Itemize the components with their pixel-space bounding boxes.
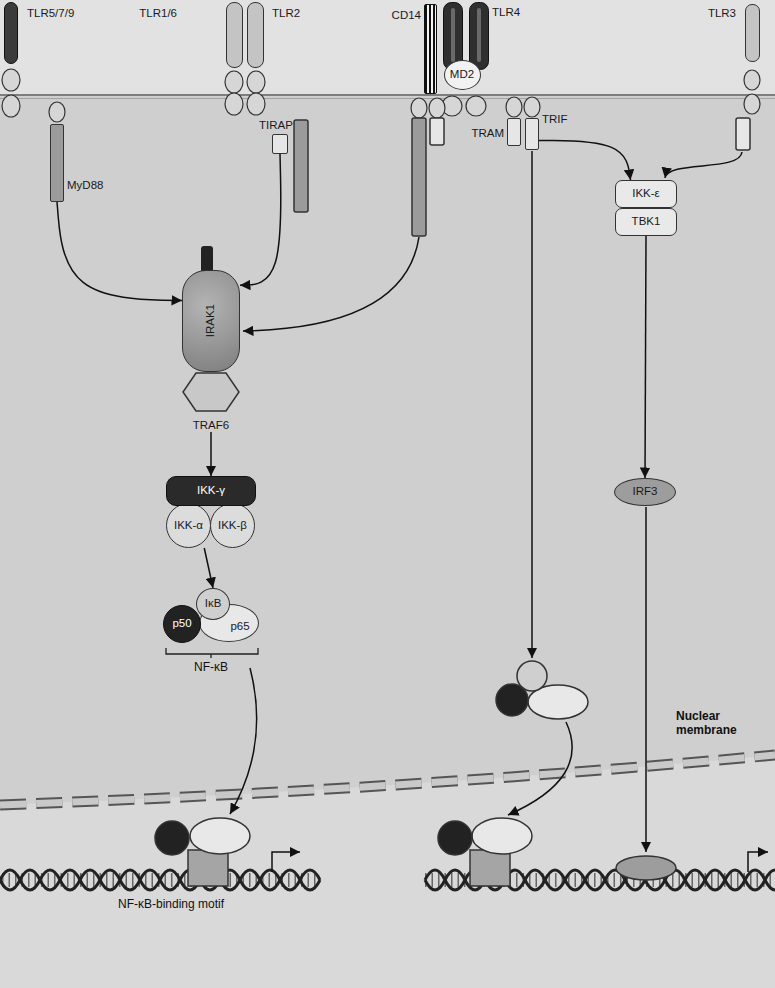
receptor-label: TLR5/7/9 — [27, 7, 74, 20]
signal-arrow — [539, 140, 631, 180]
tir-domains — [2, 69, 760, 122]
signal-arrow — [645, 236, 646, 478]
protein-label: IKK-γ — [197, 484, 225, 497]
plasma-membrane — [0, 98, 775, 99]
kinase-box: TBK1 — [615, 208, 677, 236]
cytoplasm — [0, 96, 775, 988]
kinase-subunit: IKK-α — [166, 503, 211, 548]
co-receptor: CD14 — [424, 4, 437, 94]
nuclear-membrane — [0, 755, 775, 805]
signal-arrow — [210, 432, 212, 476]
bound-nf-kb-right — [438, 818, 676, 886]
inhibitor-protein: IκB — [196, 588, 230, 620]
adaptor-box: TRIF — [525, 118, 539, 150]
protein-label: IRF3 — [633, 485, 658, 498]
bound-nf-kb-left — [155, 818, 250, 886]
motif-label: NF-κB-binding motif — [118, 898, 224, 912]
signal-arrow — [204, 548, 213, 588]
receptor: TLR4MD2 — [443, 2, 489, 70]
adaptor-hexagon: TRAF6 — [182, 372, 240, 432]
nucleus — [0, 755, 775, 988]
protein-label: p65 — [230, 620, 249, 633]
compartment-label: Nuclear membrane — [676, 710, 760, 738]
protein-label: TRAF6 — [182, 419, 240, 432]
receptor-label: CD14 — [392, 9, 421, 22]
dna-left — [0, 870, 320, 890]
kinase-subunit: IKK-β — [210, 503, 255, 548]
extracellular-space — [0, 0, 775, 96]
protein-label: p50 — [172, 617, 191, 630]
signal-arrow — [240, 154, 281, 285]
protein-label: TBK1 — [632, 215, 661, 228]
hexagon-shape — [182, 372, 240, 412]
adaptor-label: TRIF — [542, 113, 568, 126]
receptor-label: TLR1/6 — [139, 7, 177, 20]
protein-label: IKK-ε — [632, 187, 660, 200]
protein-label: MD2 — [450, 68, 474, 81]
receptor: TLR5/7/9 — [4, 2, 18, 64]
kinase-box: IKK-ε — [615, 180, 677, 208]
signal-arrow — [57, 202, 182, 301]
receptor: TLR1/6 — [226, 2, 243, 68]
adaptor-box: TIRAP — [272, 134, 288, 154]
hexagon-outline — [183, 373, 239, 411]
adaptor-box: TRAM — [507, 118, 521, 146]
accessory-protein: MD2 — [444, 60, 481, 90]
receptor-chain — [470, 3, 489, 70]
adaptor-box: MyD88 — [50, 124, 64, 202]
adaptor-boxes — [294, 118, 750, 236]
adaptor-label: MyD88 — [67, 179, 103, 192]
kinase-shape: IRAK1 — [182, 270, 240, 372]
receptor-label: TLR3 — [708, 7, 736, 20]
receptor-highlight — [451, 8, 455, 62]
adaptor-label: TRAM — [471, 127, 504, 140]
nuclear-membrane — [0, 755, 775, 805]
receptor: TLR2 — [247, 2, 264, 68]
receptor-label: TLR2 — [272, 7, 300, 20]
plasma-membrane — [0, 94, 775, 96]
complex-bracket — [166, 648, 258, 658]
adaptor-label: TIRAP — [259, 119, 293, 132]
receptor-label: TLR4 — [492, 6, 520, 19]
protein-label: IKK-β — [218, 519, 247, 532]
kinase-subunit: IKK-γ — [166, 476, 256, 506]
complex-label: NF-κB — [171, 661, 251, 675]
protein-label: IKK-α — [174, 519, 203, 532]
receptor-highlight — [477, 8, 481, 62]
transcription-factor: IRF3 — [614, 478, 676, 506]
receptor: TLR3 — [745, 4, 760, 62]
nf-kb-subunit: p50 — [163, 605, 201, 643]
signal-arrows — [230, 151, 768, 872]
protein-label: IRAK1 — [204, 304, 217, 337]
active-nf-kb-complex — [496, 661, 588, 719]
protein-label: IκB — [205, 597, 222, 610]
